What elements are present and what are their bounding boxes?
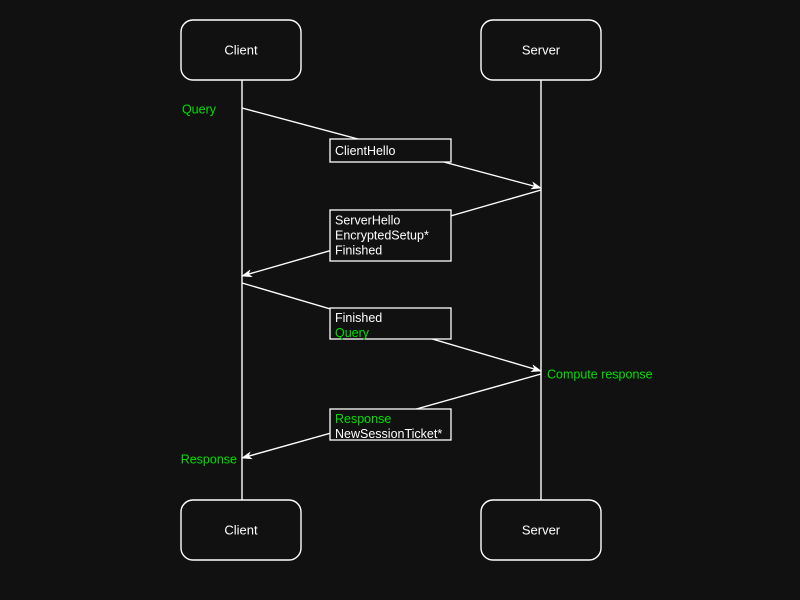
message-line-server-hello-2: Finished <box>335 243 382 257</box>
actor-label-server-bottom: Server <box>522 522 561 537</box>
actor-box-client-top[interactable] <box>180 19 302 81</box>
message-finished-query[interactable]: Finished Query <box>241 282 542 373</box>
message-line-finished-query-0: Finished <box>335 311 382 325</box>
lifelines <box>241 80 542 500</box>
actor-box-server-top[interactable] <box>480 19 602 81</box>
note-response: Response <box>181 452 237 466</box>
message-line-response-ticket-1: NewSessionTicket* <box>335 427 442 441</box>
message-line-client-hello-0: ClientHello <box>335 144 395 158</box>
message-line-finished-query-1: Query <box>335 326 370 340</box>
actor-label-server-top: Server <box>522 42 561 57</box>
message-line-server-hello-1: EncryptedSetup* <box>335 228 429 242</box>
actor-header-server[interactable]: Server <box>480 19 602 81</box>
actor-header-client[interactable]: Client <box>180 19 302 81</box>
message-client-hello[interactable]: ClientHello <box>241 107 542 190</box>
note-query: Query <box>182 102 217 116</box>
actor-footer-client[interactable]: Client <box>180 499 302 561</box>
actor-label-client-bottom: Client <box>224 522 258 537</box>
actor-label-client-top: Client <box>224 42 258 57</box>
message-line-server-hello-0: ServerHello <box>335 213 400 227</box>
message-server-hello[interactable]: ServerHello EncryptedSetup* Finished <box>241 189 542 278</box>
message-box-finished-query[interactable] <box>329 307 452 340</box>
note-compute-response: Compute response <box>547 367 653 381</box>
actor-footer-server[interactable]: Server <box>480 499 602 561</box>
actor-box-server-bottom[interactable] <box>480 499 602 561</box>
message-box-response-ticket[interactable] <box>329 408 452 441</box>
message-response-ticket[interactable]: Response NewSessionTicket* <box>241 373 542 460</box>
message-box-client-hello[interactable] <box>329 138 452 163</box>
message-line-response-ticket-0: Response <box>335 412 391 426</box>
message-box-server-hello[interactable] <box>329 209 452 262</box>
actor-box-client-bottom[interactable] <box>180 499 302 561</box>
